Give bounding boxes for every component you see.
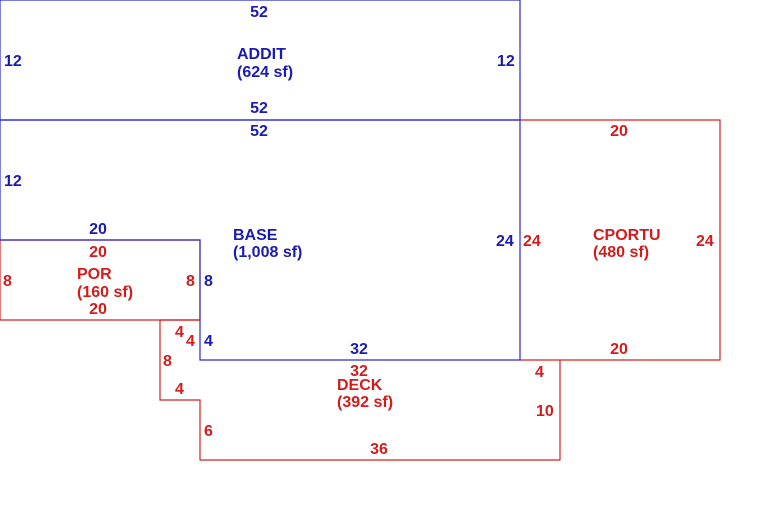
por-dim-right: 8 [186, 273, 195, 290]
cportu-dim-top: 20 [610, 123, 628, 140]
addit-label: ADDIT [237, 46, 286, 63]
por-dim-bottom: 20 [89, 301, 107, 318]
por-area: (160 sf) [77, 284, 133, 301]
base-outline [0, 119, 521, 361]
por-label: POR [77, 266, 112, 283]
addit-dim-left: 12 [4, 53, 22, 70]
base-dim-step-top: 20 [89, 221, 107, 238]
deck-dim-right: 10 [536, 403, 554, 420]
addit-dim-right: 12 [497, 53, 515, 70]
cportu-area: (480 sf) [593, 244, 649, 261]
deck-area: (392 sf) [337, 394, 393, 411]
addit-dim-bottom: 52 [250, 100, 268, 117]
deck-dim-lower-step: 4 [175, 381, 184, 398]
deck-outline [159, 319, 561, 461]
deck-dim-step-top: 4 [175, 324, 184, 341]
deck-dim-bottom: 36 [370, 441, 388, 458]
base-dim-left: 12 [4, 173, 22, 190]
por-dim-left: 8 [3, 273, 12, 290]
base-dim-step-side: 8 [204, 273, 213, 290]
base-dim-top: 52 [250, 123, 268, 140]
deck-dim-lower-left: 6 [204, 423, 213, 440]
base-dim-step-lower: 4 [204, 333, 213, 350]
cportu-label: CPORTU [593, 227, 661, 244]
deck-dim-right-top: 4 [535, 364, 544, 381]
deck-dim-top: 32 [350, 363, 368, 380]
addit-area: (624 sf) [237, 64, 293, 81]
deck-dim-left: 8 [163, 353, 172, 370]
cportu-outline [520, 119, 721, 361]
cportu-dim-right: 24 [696, 233, 714, 250]
deck-dim-step-inner: 4 [186, 333, 195, 350]
addit-dim-top: 52 [250, 4, 268, 21]
cportu-dim-bottom: 20 [610, 341, 628, 358]
deck-label: DECK [337, 377, 383, 394]
base-dim-bottom: 32 [350, 341, 368, 358]
base-area: (1,008 sf) [233, 244, 302, 261]
base-label: BASE [233, 227, 278, 244]
base-dim-right: 24 [496, 233, 514, 250]
cportu-dim-left: 24 [523, 233, 541, 250]
por-dim-top: 20 [89, 244, 107, 261]
